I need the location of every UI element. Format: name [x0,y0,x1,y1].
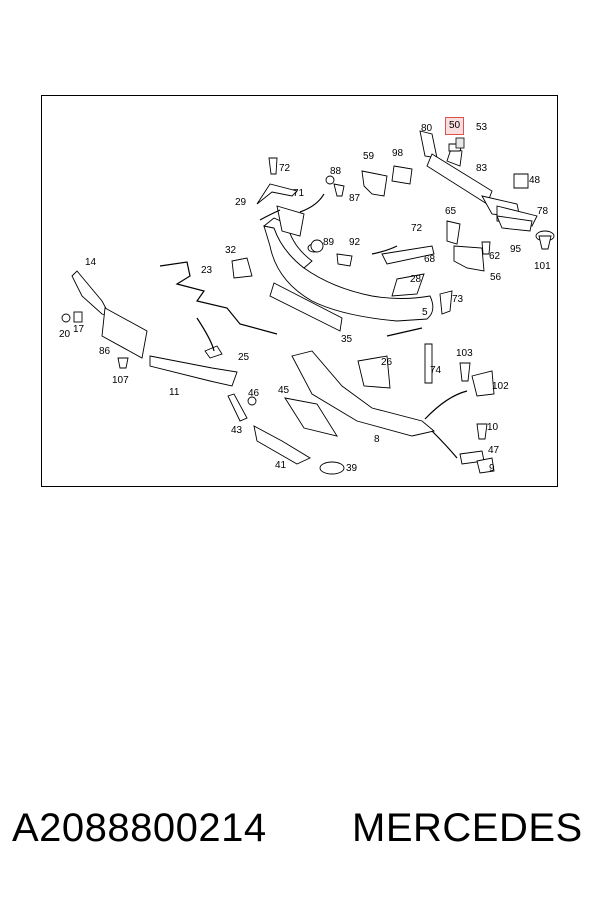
part-number: A2088800214 [12,806,267,850]
callout-17: 17 [73,324,85,335]
parts-diagram: 80 50 53 72 88 59 98 83 48 71 87 29 65 7… [41,95,558,487]
callout-8: 8 [374,434,380,445]
callout-89: 89 [323,237,335,248]
callout-45: 45 [278,385,290,396]
callout-62: 62 [489,251,501,262]
callout-47: 47 [488,445,500,456]
callout-65: 65 [445,206,457,217]
callout-43: 43 [231,425,243,436]
side-rail-14 [71,270,111,317]
parts-illustration [61,130,555,475]
callout-23: 23 [201,265,213,276]
license-plate-86 [101,307,148,359]
callout-14: 14 [85,257,97,268]
callout-87: 87 [349,193,361,204]
callout-59: 59 [363,151,375,162]
callout-56: 56 [490,272,502,283]
callout-10: 10 [487,422,499,433]
callout-98: 98 [392,148,404,159]
lower-strip [269,282,343,332]
callout-86: 86 [99,346,111,357]
callout-103: 103 [456,348,473,359]
callout-46: 46 [248,388,260,399]
callout-101: 101 [534,261,551,272]
brand-name: MERCEDES [352,806,583,850]
callout-102: 102 [492,381,509,392]
callout-32: 32 [225,245,237,256]
callout-72b: 72 [411,223,423,234]
callout-80: 80 [421,123,433,134]
callout-83: 83 [476,163,488,174]
side-panel-11 [149,355,238,387]
callout-11: 11 [169,387,180,398]
callout-29: 29 [235,197,247,208]
callout-35: 35 [341,334,353,345]
callout-5: 5 [422,307,428,318]
callout-74: 74 [430,365,442,376]
callout-25: 25 [238,352,250,363]
bumper-cover [262,205,434,322]
callout-41: 41 [275,460,287,471]
callout-26: 26 [381,357,393,368]
callout-28: 28 [410,274,422,285]
callout-95: 95 [510,244,522,255]
callout-53: 53 [476,122,488,133]
callout-73: 73 [452,294,464,305]
lower-spoiler-8 [291,350,435,437]
callout-72: 72 [279,163,291,174]
callout-107: 107 [112,375,129,386]
callout-71: 71 [293,188,305,199]
callout-78: 78 [537,206,549,217]
callout-9: 9 [489,463,495,474]
wiring-harness-23 [159,261,278,335]
callout-48: 48 [529,175,541,186]
callout-20: 20 [59,329,71,340]
callout-39: 39 [346,463,358,474]
clip-part-50 [455,137,465,149]
push-button-101 [535,230,555,250]
callout-88: 88 [330,166,342,177]
callout-68: 68 [424,254,436,265]
callout-50-highlight: 50 [445,117,465,135]
callout-92: 92 [349,237,361,248]
